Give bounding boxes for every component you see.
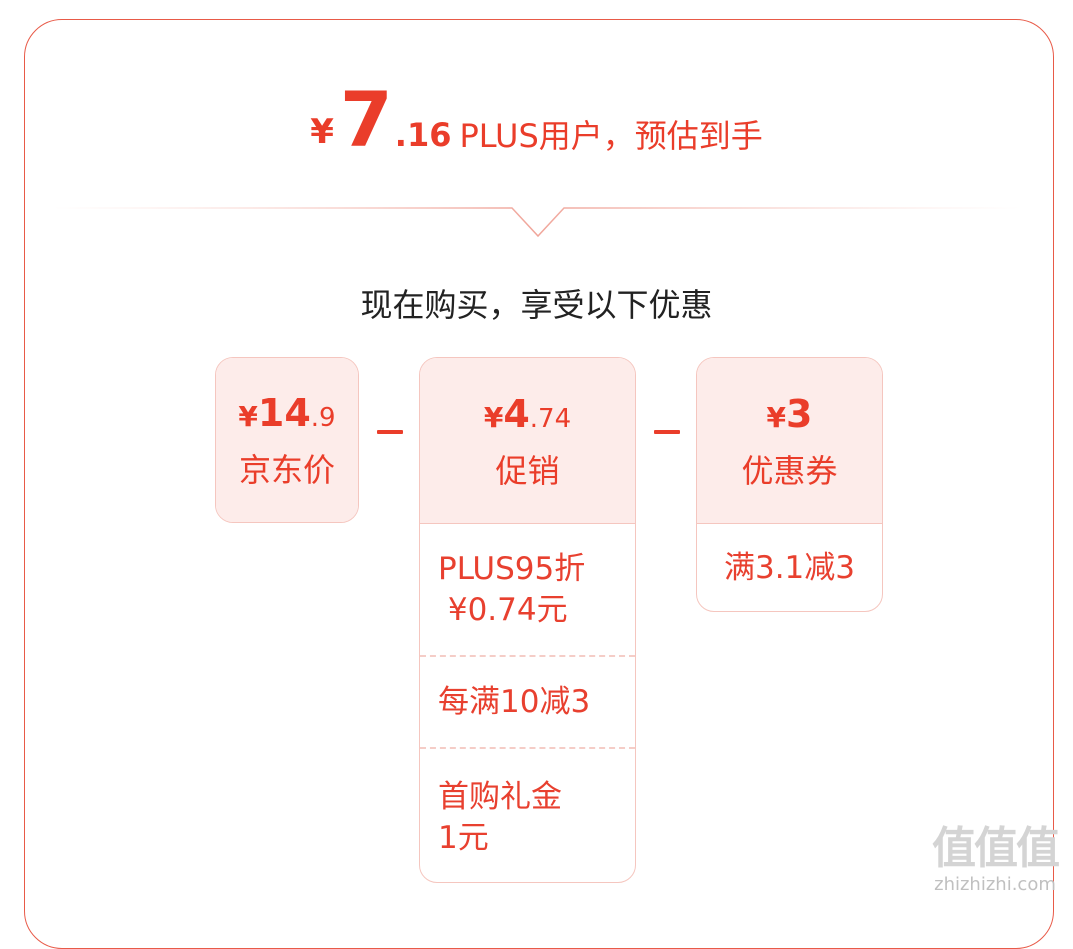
coupon-detail-threshold: 满3.1减3 — [723, 549, 856, 586]
estimated-price-headline: ¥ 7 .16 PLUS用户，预估到手 — [0, 78, 1073, 158]
jd-price-integer: 14 — [257, 391, 311, 435]
headline-label: PLUS用户，预估到手 — [459, 117, 763, 155]
jd-price-box: ¥14.9 京东价 — [215, 357, 359, 523]
promotion-decimal: .74 — [529, 403, 572, 434]
promotion-value: ¥4.74 — [484, 395, 571, 433]
coupon-box: ¥3 优惠券 满3.1减3 — [696, 357, 883, 612]
divider-with-pointer — [50, 207, 1023, 238]
jd-price-decimal: .9 — [310, 403, 336, 433]
jd-price-currency: ¥ — [238, 400, 258, 433]
jd-price-label: 京东价 — [238, 451, 335, 489]
headline-price-decimal: .16 — [394, 116, 452, 154]
promotion-detail-plus-discount: PLUS95折 ¥0.74元 — [420, 524, 635, 657]
promotion-currency: ¥ — [483, 400, 504, 434]
coupon-value: ¥3 — [767, 395, 813, 433]
promotion-detail-full-reduction: 每满10减3 — [420, 657, 635, 749]
minus-sign — [377, 430, 403, 434]
site-watermark: 值值值 zhizhizhi.com — [920, 825, 1070, 907]
promotion-detail-first-purchase: 首购礼金 1元 — [438, 779, 562, 856]
offer-subtitle: 现在购买，享受以下优惠 — [360, 286, 713, 324]
headline-price-integer: 7 — [339, 75, 393, 164]
headline-currency: ¥ — [310, 112, 334, 152]
promotion-integer: 4 — [503, 391, 530, 436]
promotion-header: ¥4.74 促销 — [420, 358, 635, 524]
promotion-label: 促销 — [495, 451, 560, 490]
coupon-header: ¥3 优惠券 — [697, 358, 882, 524]
watermark-logo: 值值值 — [932, 823, 1060, 874]
jd-price-value: ¥14.9 — [238, 394, 335, 432]
watermark-url: zhizhizhi.com — [934, 874, 1056, 895]
coupon-currency: ¥ — [766, 400, 787, 434]
coupon-label: 优惠券 — [741, 451, 838, 490]
jd-price-header: ¥14.9 京东价 — [216, 358, 358, 522]
minus-sign — [654, 430, 680, 434]
coupon-integer: 3 — [786, 391, 813, 436]
promotion-box: ¥4.74 促销 PLUS95折 ¥0.74元 每满10减3 首购礼金 1元 — [419, 357, 636, 883]
